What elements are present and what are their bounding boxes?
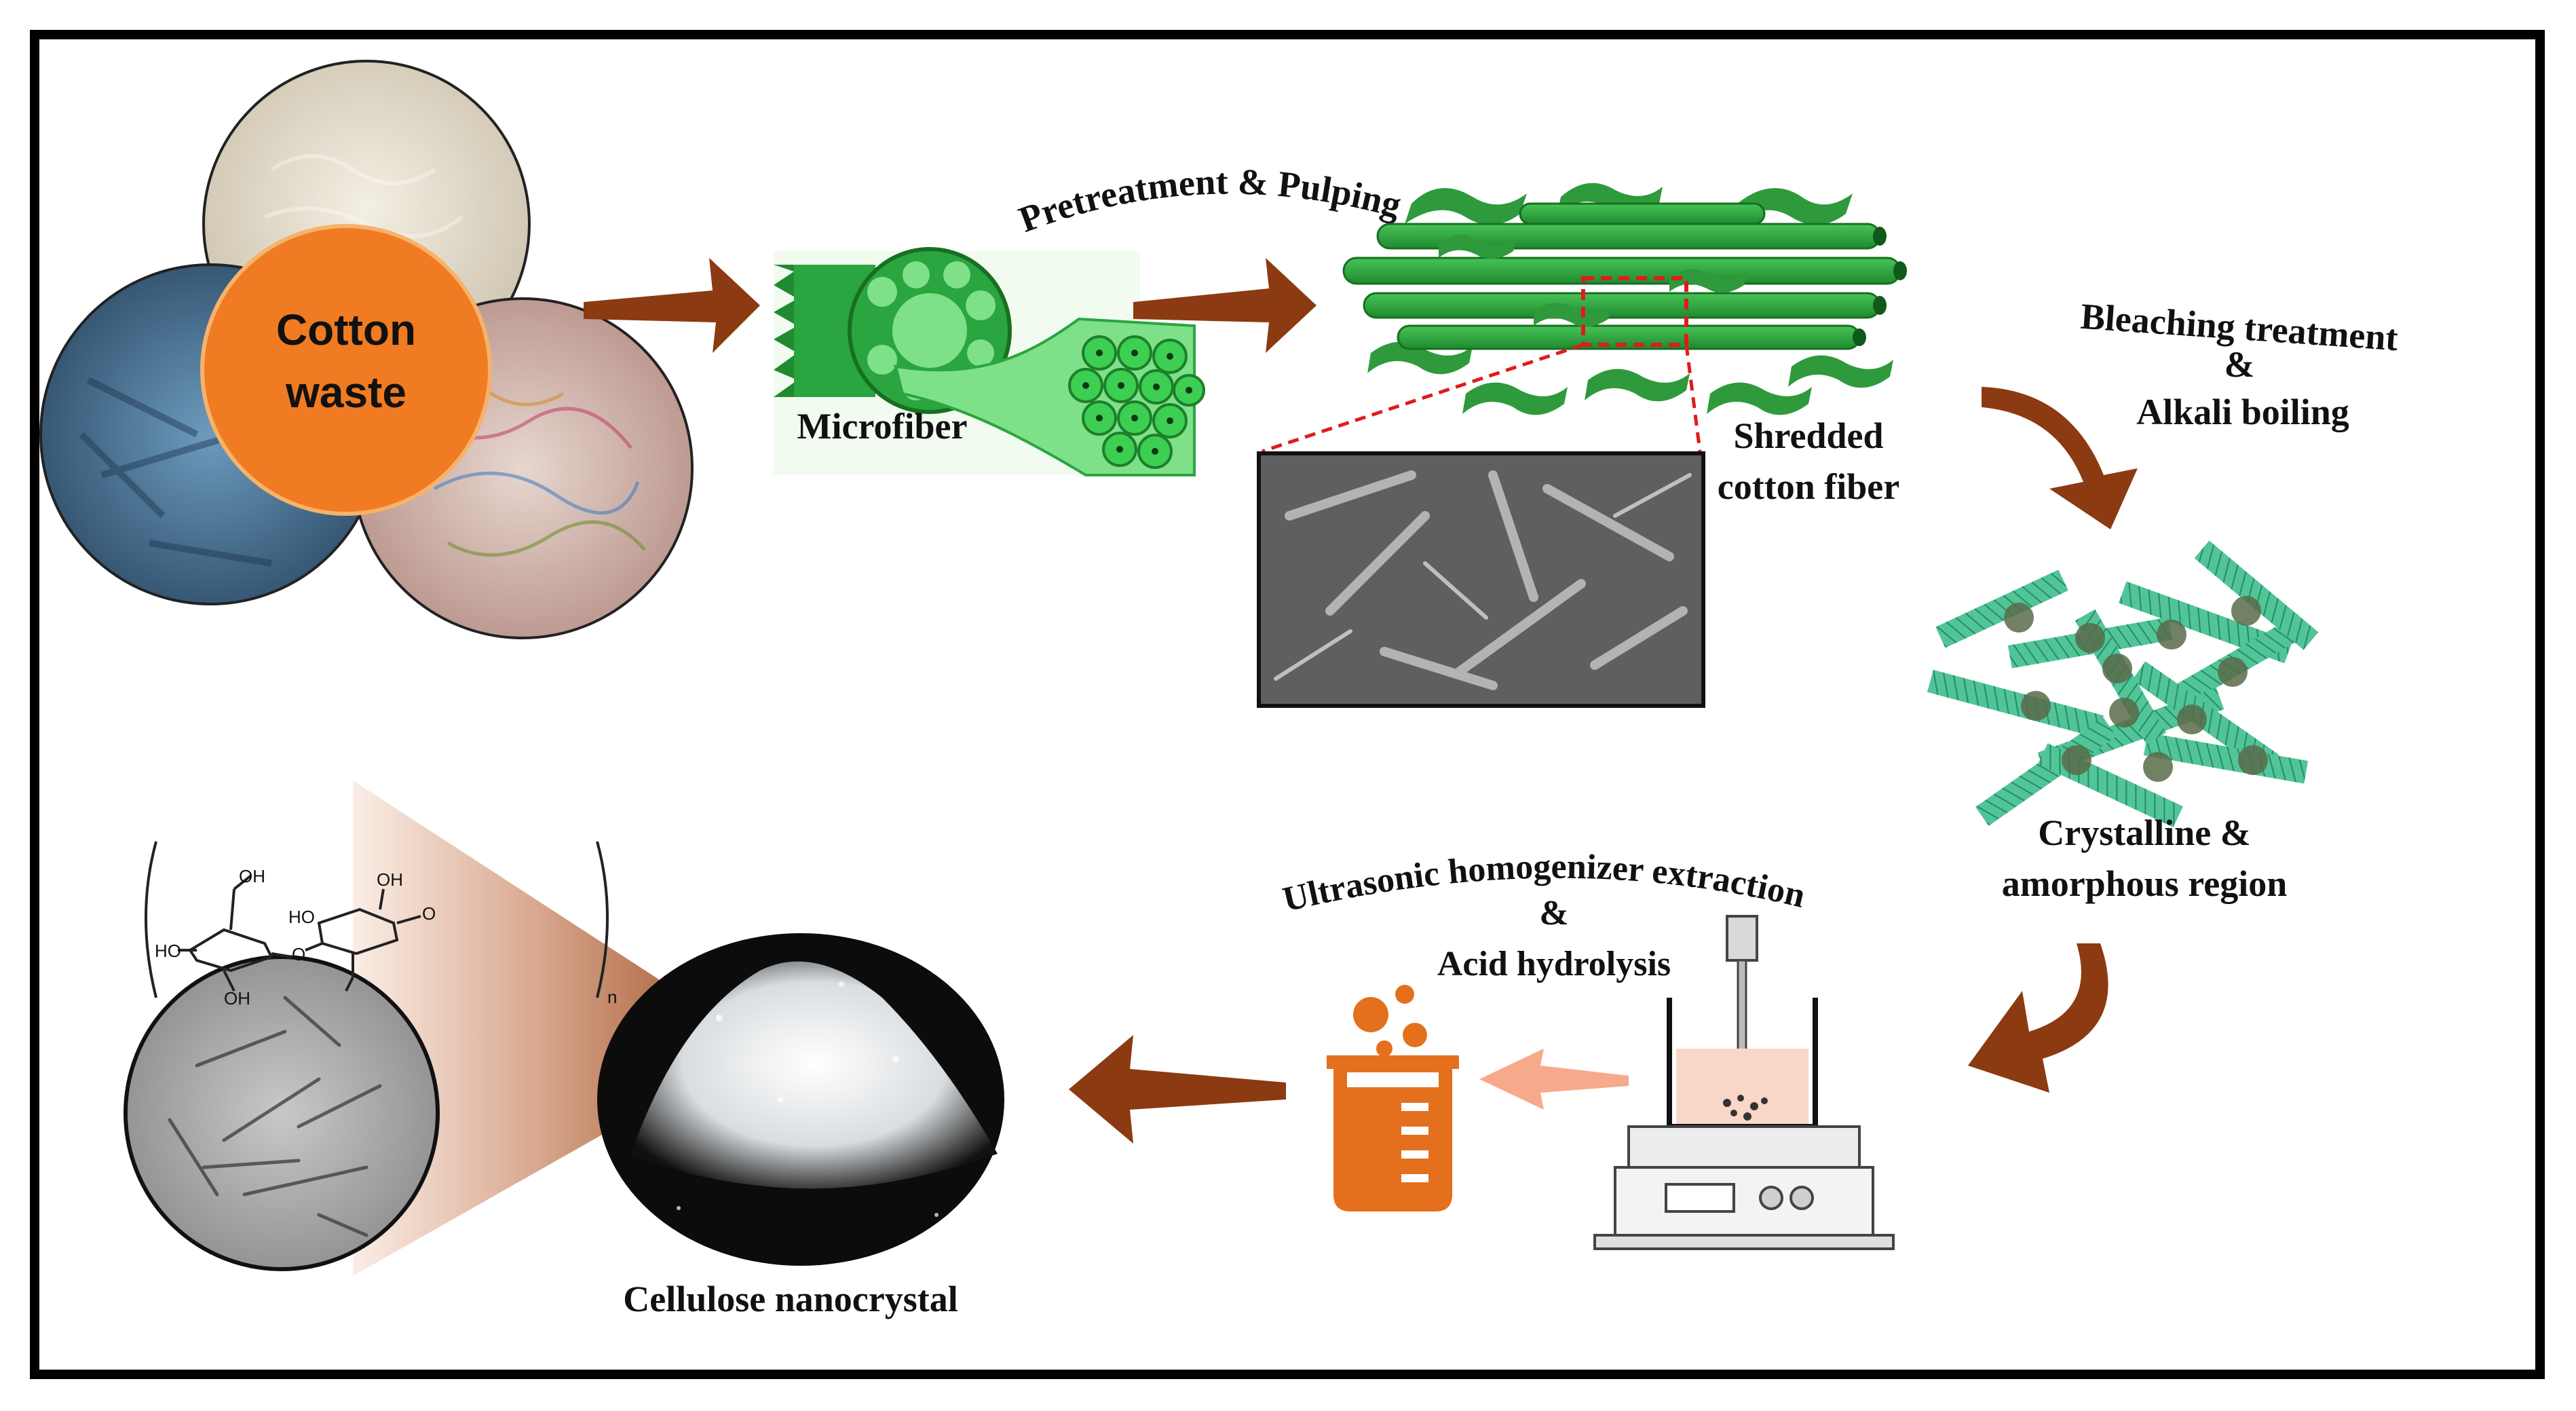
oh-label: OH — [239, 866, 265, 886]
crystalline-label-1: Crystalline & — [2038, 812, 2250, 853]
cellulose-structure — [145, 841, 609, 998]
microfiber-label: Microfiber — [797, 406, 968, 447]
bleaching-label-3: Alkali boiling — [2136, 392, 2349, 432]
o-label: O — [422, 903, 436, 924]
shredded-label-1: Shredded — [1733, 415, 1883, 456]
beaker-icon — [1327, 985, 1459, 1211]
o-label: O — [292, 944, 305, 964]
ho-label: HO — [155, 941, 181, 961]
oh-label: OH — [224, 988, 250, 1009]
ultrasonic-label-2: & — [1539, 894, 1568, 933]
oh-label: OH — [377, 869, 403, 890]
arrow-to-microfiber — [584, 258, 760, 353]
ultrasonic-homogenizer — [1593, 915, 1895, 1250]
arrow-to-beaker — [1479, 1049, 1629, 1110]
cotton-waste-badge — [200, 224, 492, 516]
cotton-waste-label-2: waste — [285, 368, 406, 417]
cellulose-structure-labels: OH HO OH O HO OH O n — [155, 866, 617, 1009]
microfiber-illustration — [774, 247, 1205, 476]
cotton-waste-label-1: Cotton — [276, 305, 416, 354]
pretreatment-label: Pretreatment & Pulping — [1014, 161, 1406, 240]
subscript-n-label: n — [607, 987, 617, 1007]
zoom-box — [1581, 276, 1688, 347]
arrow-to-homogenizer — [1968, 943, 2108, 1093]
shredded-label-2: cotton fiber — [1718, 466, 1899, 507]
cnc-label: Cellulose nanocrystal — [623, 1279, 958, 1319]
cotton-waste-photos: Cotton waste — [39, 60, 694, 639]
tem-micrograph — [124, 955, 440, 1271]
nanocrystal-illustration — [124, 780, 1004, 1276]
shredded-fiber-illustration — [1262, 183, 1907, 453]
bleaching-label-2: & — [2224, 344, 2255, 385]
ho-label: HO — [288, 907, 315, 927]
arrow-to-crystalline — [1982, 387, 2138, 529]
arrow-to-shredded-fiber — [1133, 258, 1317, 353]
crystalline-network — [1927, 540, 2319, 827]
ultrasonic-label-3: Acid hydrolysis — [1437, 945, 1671, 983]
sem-micrograph — [1257, 451, 1705, 708]
arrow-to-nanocrystal — [1069, 1035, 1286, 1144]
crystalline-label-2: amorphous region — [2002, 863, 2288, 904]
